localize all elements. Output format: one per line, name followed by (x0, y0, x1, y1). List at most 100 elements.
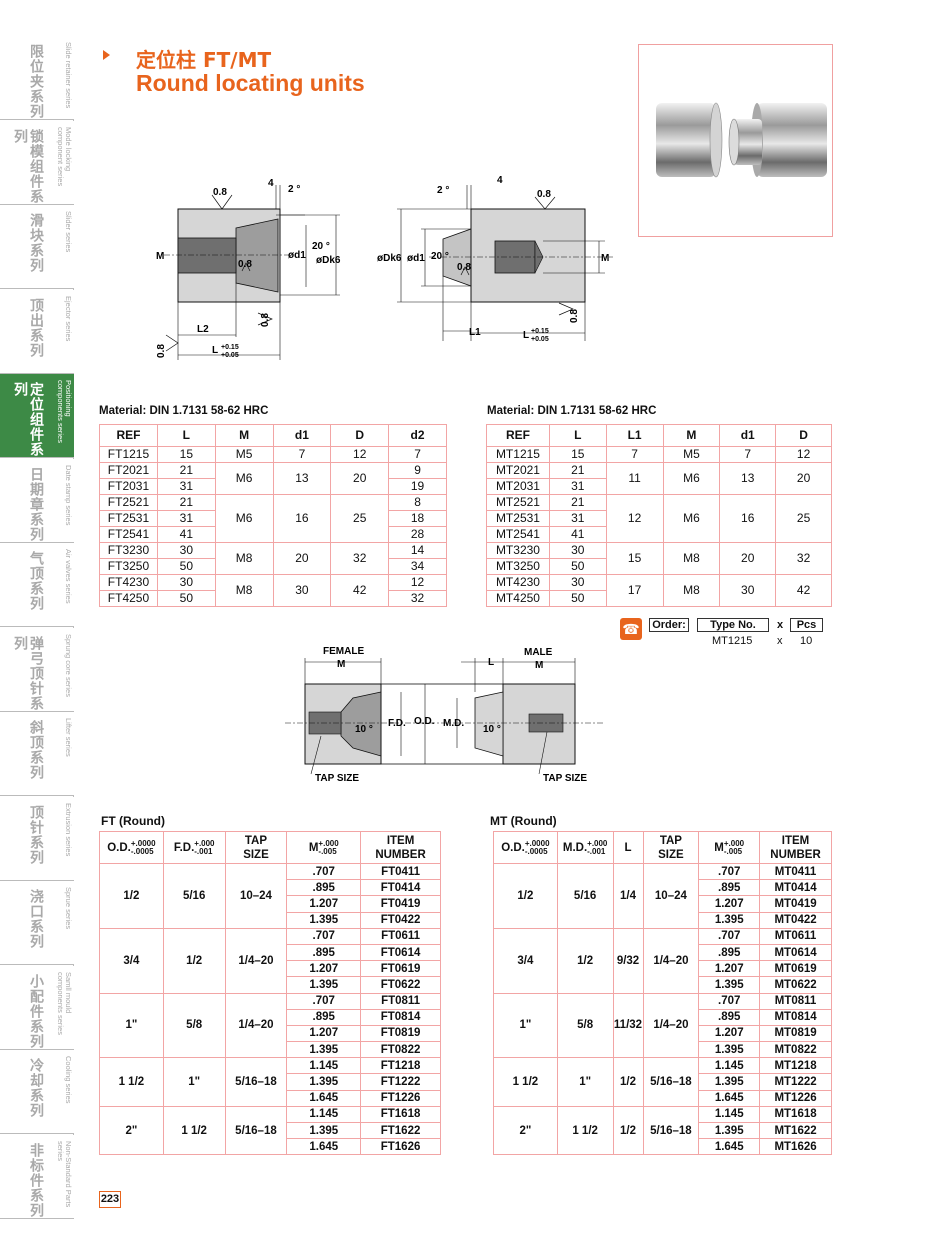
ftr-header-fd-tol: +.000-.001 (194, 838, 215, 856)
mtr-cell-m: 1.395 (698, 1121, 761, 1140)
mtr-header-m-tol: +.000-.005 (724, 839, 744, 856)
female-tap-label: TAP SIZE (315, 773, 359, 784)
sidebar-item-cn-label: 限位夹系列 (28, 44, 44, 119)
mt-cell-ref: MT4230 (486, 574, 550, 591)
sidebar-item-cn-label: 锁模组件系列 (12, 128, 44, 204)
ftr-cell-item: FT1626 (360, 1138, 441, 1156)
ftr-cell-m: 1.395 (286, 911, 362, 929)
mtr-header-m: M+.000-.005 (698, 831, 761, 864)
mtr-cell-m: 1.395 (698, 911, 761, 929)
ft-technical-drawing: 0.8 4 2 ° M ød1 20 ° øDk6 0.8 0.8 0.8 L2… (150, 175, 360, 365)
mtr-cell-md: 1" (556, 1057, 614, 1107)
mt-cell-d1: 20 (719, 542, 777, 575)
mt-l1-label: L1 (469, 327, 481, 338)
ftr-header-m-tol: +.000-.005 (318, 839, 338, 856)
ft-m-label: M (156, 251, 164, 262)
order-label: Order: (649, 618, 689, 632)
male-label: MALE (524, 647, 553, 658)
mtr-cell-m: 1.645 (698, 1089, 761, 1107)
male-tap-label: TAP SIZE (543, 773, 587, 784)
ft-cell-d2: 8 (388, 494, 447, 511)
mt-cell-m: M8 (662, 542, 721, 575)
mt-cell-m: M5 (662, 446, 721, 463)
ftr-cell-od: 1/2 (99, 863, 164, 929)
mtr-cell-m: .895 (698, 1008, 761, 1026)
ftr-cell-m: 1.145 (286, 1105, 362, 1124)
ftr-header-m: M+.000-.005 (286, 831, 362, 864)
ftr-header-od-tol: +.0000-.0005 (131, 839, 156, 856)
ft-cell-ref: FT3230 (99, 542, 158, 559)
mt-cell-l: 15 (548, 446, 607, 463)
order-pcs-value: 10 (800, 635, 813, 647)
ftr-cell-item: FT0619 (360, 960, 441, 978)
sidebar-item-1[interactable]: 锁模组件系列 Mode locking component series (0, 120, 74, 205)
mt-roughness-inner-label: 0.8 (457, 262, 471, 273)
ftr-cell-item: FT0822 (360, 1041, 441, 1059)
ftr-header-fd-tol-minus: -.001 (194, 846, 213, 856)
ftr-cell-fd: 1/2 (162, 927, 226, 994)
ft-cell-ref: FT3250 (99, 558, 158, 575)
ftr-cell-od: 2" (99, 1105, 164, 1156)
mtr-cell-tap: 5/16–18 (642, 1057, 700, 1107)
page-title-english: Round locating units (136, 70, 365, 96)
ftr-cell-item: FT0622 (360, 976, 441, 994)
phone-icon: ☎ (620, 618, 642, 640)
ftr-cell-tap: 1/4–20 (224, 927, 288, 994)
sidebar-item-cn-label: 定位组件系列 (12, 382, 44, 457)
ftr-cell-m: .707 (286, 927, 362, 945)
mt-l-tol-minus: +0.05 (531, 336, 549, 343)
mt-cell-l: 31 (548, 510, 607, 527)
ft-l-label: L (212, 345, 218, 356)
ft-cell-d1: 20 (272, 542, 332, 575)
mt-cell-d: 42 (775, 574, 832, 607)
ftr-header-fd-tol-plus: +.000 (194, 838, 215, 848)
mtr-cell-od: 1 1/2 (493, 1057, 558, 1107)
ftr-header-fd-name: F.D. (173, 841, 195, 854)
ftr-cell-m: 1.645 (286, 1138, 362, 1156)
mtr-header-od: O.D.+.0000-.0005 (493, 831, 558, 864)
ft-cell-d2: 18 (388, 510, 447, 527)
ft-cell-d2: 19 (388, 478, 447, 495)
ft-header-cell: d2 (388, 424, 447, 447)
ft-cell-d2: 34 (388, 558, 447, 575)
mtr-header-od-name: O.D. (501, 841, 525, 854)
sidebar-item-en-label: Air valves series (64, 549, 73, 604)
ftr-cell-m: .895 (286, 879, 362, 897)
ftr-header-fd: F.D.+.000-.001 (162, 831, 226, 864)
ftr-cell-item: FT0414 (360, 879, 441, 897)
ftr-cell-od: 1" (99, 992, 164, 1059)
ft-round-title: FT (Round) (101, 814, 165, 828)
sidebar-item-cn-label: 冷却系列 (28, 1058, 44, 1118)
mt-header-cell: M (662, 424, 721, 447)
ft-cell-ref: FT4230 (99, 574, 158, 591)
sidebar-item-en-label: Mode locking component series (56, 126, 73, 186)
mtr-header-md-tol-plus: +.000 (587, 838, 608, 848)
